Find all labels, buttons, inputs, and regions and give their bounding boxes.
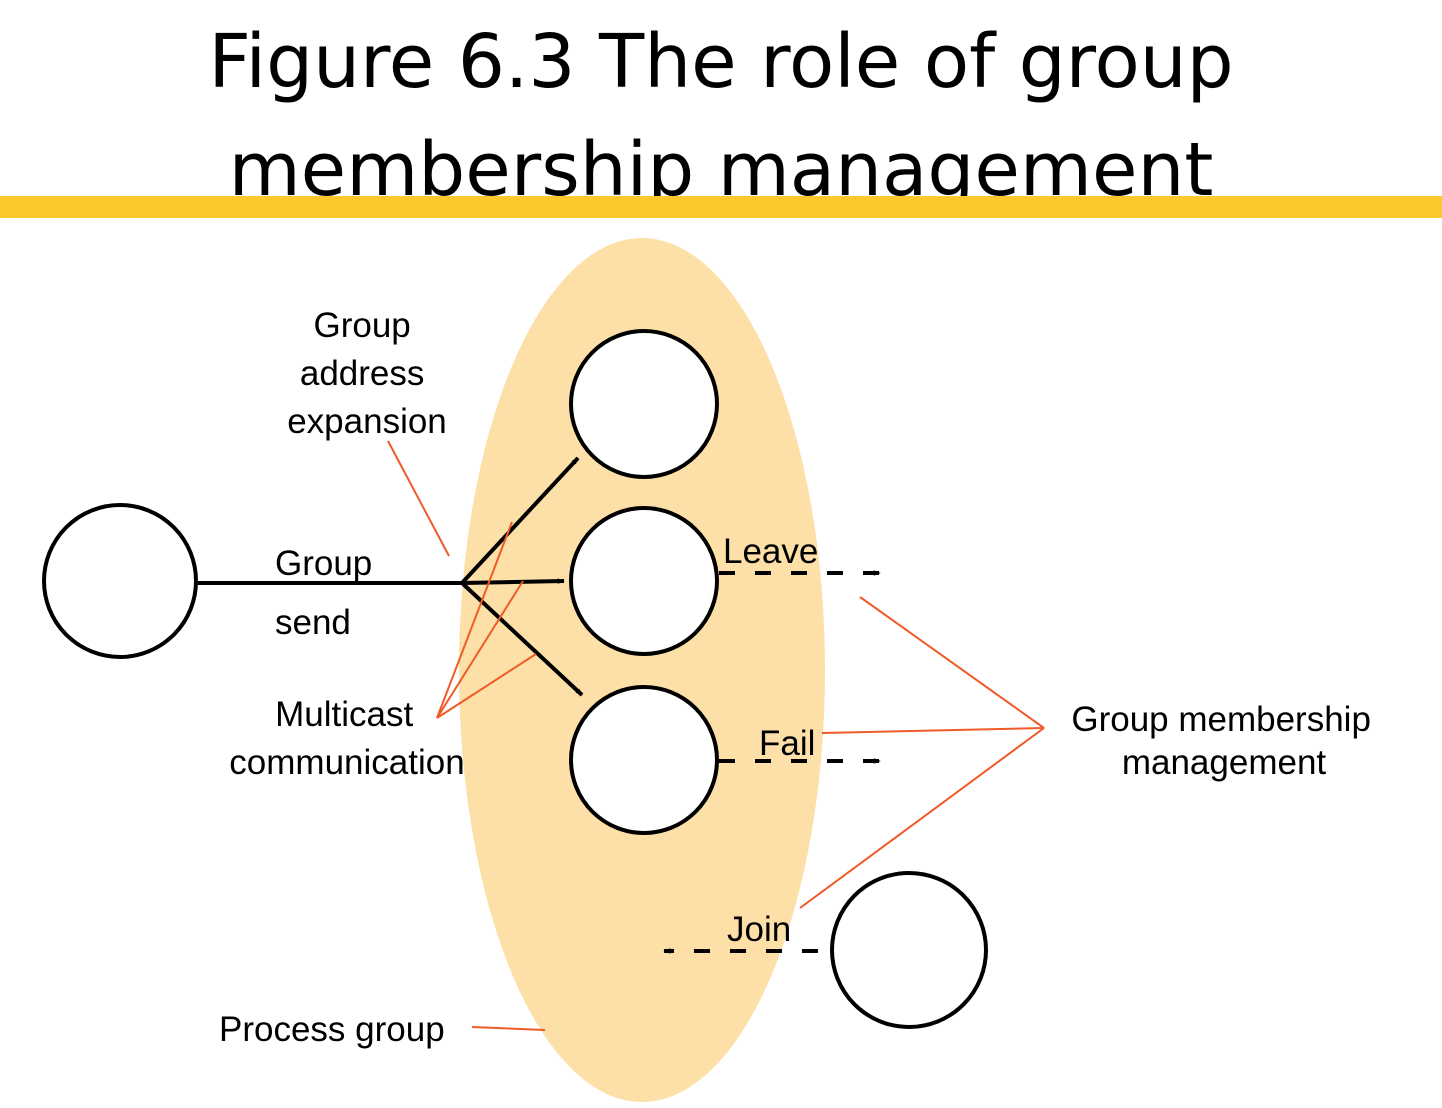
sender-process-circle — [42, 503, 198, 659]
group-address-expansion-label: Group address expansion — [287, 306, 447, 441]
group-send-label-line-1: Group — [275, 544, 372, 583]
multicast-arrow-middle — [461, 578, 565, 585]
title-line-1: Figure 6.3 The role of group — [208, 19, 1234, 105]
slide-title: Figure 6.3 The role of group membership … — [0, 8, 1442, 224]
member-process-circle-2 — [569, 506, 719, 656]
title-underline-bar — [0, 196, 1442, 218]
membership-pointer-fail — [821, 727, 1045, 734]
group-membership-management-label: Group membership management — [1071, 700, 1380, 782]
join-label: Join — [727, 910, 791, 949]
member-process-circle-1 — [569, 329, 719, 479]
process-group-label: Process group — [219, 1010, 445, 1049]
member-process-circle-3 — [569, 685, 719, 835]
address-expansion-pointer — [387, 440, 450, 557]
multicast-pointer-2 — [436, 580, 524, 719]
multicast-pointer-1 — [436, 521, 513, 719]
group-send-label-line-2: send — [275, 603, 351, 642]
membership-pointer-leave — [859, 596, 1045, 729]
fail-label: Fail — [759, 724, 815, 763]
multicast-pointer-3 — [436, 653, 537, 719]
process-group-ellipse — [459, 238, 825, 1102]
process-group-pointer — [471, 1026, 546, 1031]
multicast-communication-label: Multicast communication — [229, 695, 464, 782]
joining-process-circle — [830, 871, 988, 1029]
multicast-arrow-top — [460, 456, 580, 585]
leave-label: Leave — [723, 532, 818, 571]
membership-pointer-join — [799, 727, 1045, 909]
